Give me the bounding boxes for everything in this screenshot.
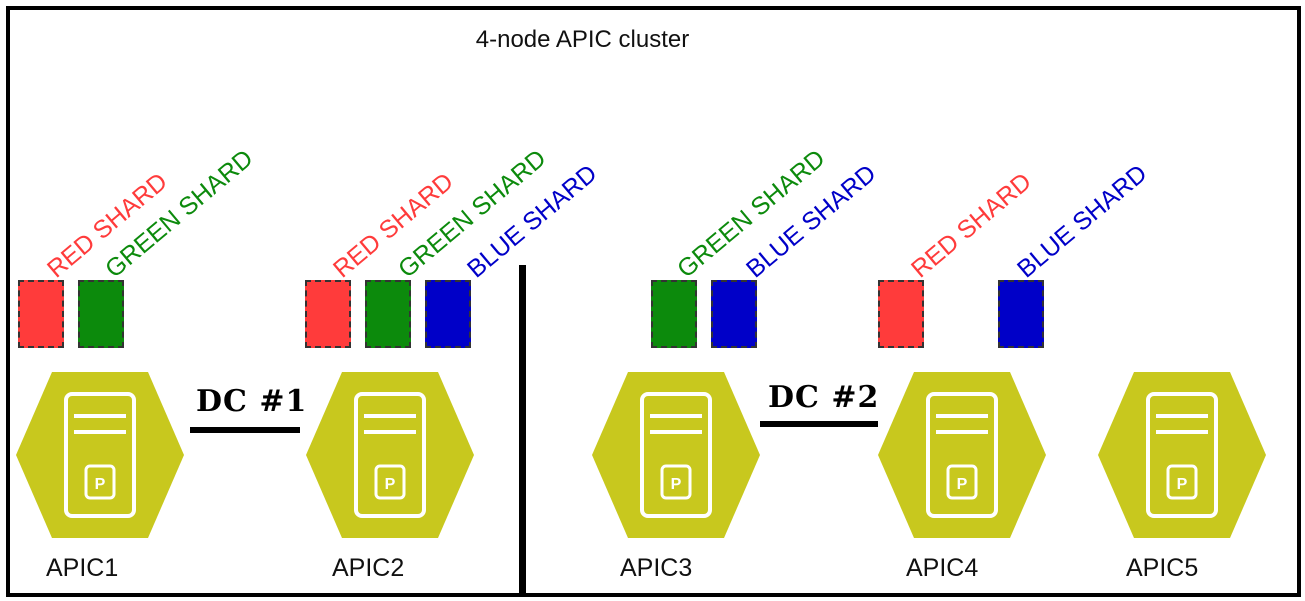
apic2-label: APIC2 [332,554,405,582]
apic3-label: APIC3 [620,554,693,582]
server-icon [64,392,136,518]
shard-box-apic3-blue [711,280,757,348]
server-icon [640,392,712,518]
apic1-label: APIC1 [46,554,119,582]
shard-box-apic2-blue [425,280,471,348]
apic2-node: P [306,372,474,538]
apic5-node: P [1098,372,1266,538]
svg-text:P: P [1177,476,1188,493]
dc1-link-line [190,427,300,433]
dc1-label: DC #1 [196,384,308,419]
diagram-title: 4-node APIC cluster [475,26,690,53]
server-icon [1146,392,1218,518]
shard-box-apic4-red [878,280,924,348]
apic5-label: APIC5 [1126,554,1199,582]
shard-box-apic2-green [365,280,411,348]
shard-box-apic1-red [18,280,64,348]
apic3-node: P [592,372,760,538]
server-icon [354,392,426,518]
server-icon [926,392,998,518]
shard-box-apic2-red [305,280,351,348]
apic1-node: P [16,372,184,538]
dc2-label: DC #2 [768,380,880,415]
svg-text:P: P [385,476,396,493]
dc2-link-line [760,421,878,427]
shard-box-apic3-green [651,280,697,348]
shard-box-apic4-blue [998,280,1044,348]
svg-text:P: P [671,476,682,493]
svg-text:P: P [957,476,968,493]
datacenter-divider [519,265,526,595]
shard-box-apic1-green [78,280,124,348]
apic4-node: P [878,372,1046,538]
apic4-label: APIC4 [906,554,979,582]
svg-text:P: P [95,476,106,493]
